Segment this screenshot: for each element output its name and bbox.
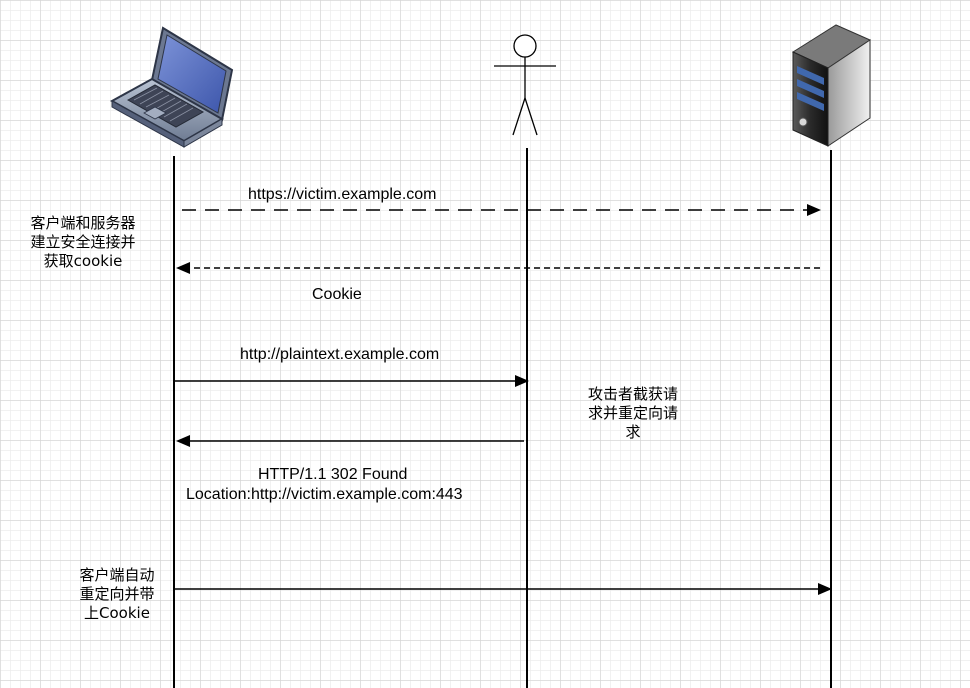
client-redirect-note: 客户端自动 重定向并带 上Cookie (44, 566, 190, 623)
arrow-https-request (182, 204, 821, 216)
note-line: 攻击者截获请 (587, 385, 678, 403)
arrow-redirect-response (176, 435, 524, 447)
stick-figure-icon (494, 34, 556, 136)
attacker-intercept-note: 攻击者截获请 求并重定向请 求 (560, 385, 706, 442)
laptop-icon (109, 26, 234, 148)
http-request-label: http://plaintext.example.com (240, 346, 440, 363)
arrow-http-request (174, 375, 529, 387)
https-request-label: https://victim.example.com (248, 186, 437, 203)
note-line: 重定向并带 (79, 585, 155, 603)
client-connect-note: 客户端和服务器 建立安全连接并 获取cookie (8, 214, 158, 271)
redirect-status-label: HTTP/1.1 302 Found (258, 466, 408, 483)
note-line: 客户端和服务器 (30, 214, 136, 232)
server-tower-icon (791, 24, 872, 147)
arrow-cookie-response (176, 262, 820, 274)
note-line: 客户端自动 (79, 566, 155, 584)
note-line: 求并重定向请 (587, 404, 678, 422)
note-line: 获取cookie (43, 252, 123, 270)
note-line: 建立安全连接并 (30, 233, 136, 251)
cookie-response-label: Cookie (312, 286, 362, 303)
note-line: 上Cookie (84, 604, 150, 622)
arrow-redirected-request (174, 583, 832, 595)
note-line: 求 (625, 423, 641, 441)
redirect-location-label: Location:http://victim.example.com:443 (186, 486, 463, 503)
